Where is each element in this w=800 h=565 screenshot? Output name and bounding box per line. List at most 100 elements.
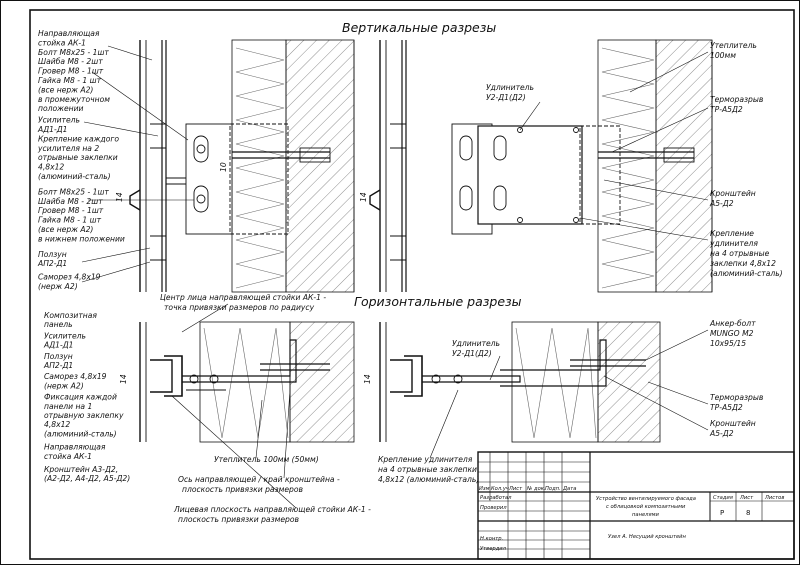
label-top-left-24: Саморез 4,8х19	[38, 273, 101, 282]
label-anchor-1: Анкер-болт	[709, 319, 756, 328]
tb-stage-value: Р	[720, 509, 724, 517]
label-bottom-left-1: панель	[44, 320, 73, 329]
wall-top-right	[655, 39, 713, 293]
tb-stage-head: Стадия	[713, 495, 733, 501]
label-insulation-1: Утеплитель	[710, 41, 757, 50]
label-bottom-left-9: панели на 1	[44, 402, 92, 411]
label-top-left-3: Шайба М8 - 2шт	[38, 57, 103, 66]
label-extender-bottom-1: Удлинитель	[452, 339, 500, 348]
label-bottom-left-2: Усилитель	[44, 331, 86, 340]
label-top-left-13: отрывные заклепки	[38, 153, 118, 162]
label-top-left-19: Гайка М8 - 1 шт	[38, 216, 102, 225]
label-top-left-25: (нерж А2)	[38, 282, 78, 291]
center-note-1: Центр лица направляющей стойки АК-1 -	[160, 293, 326, 302]
label-rivets-bottom-1: Крепление удлинителя	[378, 455, 473, 464]
dim-14-bottom-left: 14	[119, 374, 128, 384]
extender-plate	[477, 125, 583, 225]
label-axis-2: плоскость привязки размеров	[182, 485, 303, 494]
tb-role-1: Проверил	[480, 505, 507, 511]
tb-sheet-value: 8	[746, 509, 750, 517]
label-top-left-14: 4,8х12	[38, 163, 64, 172]
label-top-left-5: Гайка М8 - 1 шт	[38, 76, 102, 85]
tb-head-2: Лист	[508, 486, 523, 492]
label-bracket-top-1: Кронштейн	[710, 189, 756, 198]
tb-project-2: с облицовкой композитными	[606, 504, 686, 510]
label-thermal-top-2: ТР-А5Д2	[710, 105, 743, 114]
label-rivets-top-2: удлинителя	[709, 239, 758, 248]
title-block	[477, 451, 795, 560]
label-top-left-10: АД1-Д1	[37, 125, 67, 134]
tb-role-3: Н.контр.	[480, 536, 503, 542]
label-face-1: Лицевая плоскость направляющей стойки АК…	[173, 505, 371, 514]
label-bracket-bottom-1: Кронштейн	[710, 419, 756, 428]
tb-role-0: Разработал	[480, 495, 512, 501]
wall-top-left	[285, 39, 355, 293]
label-rivets-top-3: на 4 отрывные	[710, 249, 770, 258]
label-thermal-bottom-2: ТР-А5Д2	[710, 403, 743, 412]
top-left-section	[129, 40, 331, 292]
label-anchor-2: MUNGO M2	[710, 329, 754, 338]
tb-head-1: Кол.уч	[491, 486, 509, 492]
bottom-right-section	[379, 322, 646, 442]
label-bottom-left-15: Кронштейн А3-Д2,	[44, 465, 118, 474]
label-top-left-7: в промежуточном	[38, 95, 110, 104]
tb-node-title: Узел А. Несущий кронштейн	[608, 534, 687, 540]
title-horizontal-sections: Горизонтальные разрезы	[354, 294, 522, 309]
label-extender-top-1: Удлинитель	[486, 83, 534, 92]
tb-head-5: Дата	[562, 486, 576, 492]
label-extender-top-2: У2-Д1(Д2)	[486, 93, 526, 102]
leader-lines	[81, 45, 709, 509]
dim-10-top: 10	[219, 162, 228, 172]
label-axis-1: Ось направляющей / край кронштейна -	[178, 475, 340, 484]
label-bracket-top-2: А5-Д2	[709, 199, 734, 208]
label-top-left-12: усилителя на 2	[37, 144, 99, 153]
label-rivets-top-4: заклепки 4,8х12	[710, 259, 776, 268]
title-vertical-sections: Вертикальные разрезы	[342, 20, 496, 35]
label-top-left-11: Крепление каждого	[38, 134, 119, 143]
label-bottom-left-3: АД1-Д1	[43, 341, 73, 350]
label-top-left-4: Гровер М8 - 1шт	[38, 67, 104, 76]
label-thermal-bottom-1: Терморазрыв	[710, 393, 764, 402]
dim-14-top-right: 14	[359, 192, 368, 202]
label-top-left-23: АП2-Д1	[37, 259, 67, 268]
label-thermal-top-1: Терморазрыв	[710, 95, 764, 104]
tb-sheet-head: Лист	[739, 495, 754, 501]
label-top-left-17: Шайба М8 - 2шт	[38, 197, 103, 206]
label-insulation-2: 100мм	[710, 51, 736, 60]
label-rivets-top-5: (алюминий-сталь)	[710, 269, 783, 278]
label-top-left-15: (алюминий-сталь)	[38, 172, 111, 181]
label-face-2: плоскость привязки размеров	[178, 515, 299, 524]
label-bottom-left-11: 4,8х12	[44, 420, 70, 429]
label-bottom-left-12: (алюминий-сталь)	[44, 429, 117, 438]
tb-sheets-head: Листов	[764, 495, 784, 501]
label-top-left-18: Гровер М8 - 1шт	[38, 206, 104, 215]
label-top-left-20: (все нерж А2)	[38, 225, 93, 234]
bottom-left-section	[139, 322, 330, 442]
tb-project-1: Устройство вентилируемого фасада	[596, 496, 696, 502]
dim-14-top-left: 14	[115, 192, 124, 202]
label-bottom-left-14: стойка АК-1	[44, 452, 92, 461]
label-rivets-bottom-3: 4,8х12 (алюминий-сталь)	[378, 475, 479, 484]
insulation-bottom-right	[511, 321, 599, 443]
label-bottom-left-5: АП2-Д1	[43, 361, 73, 370]
dim-14-bottom-right: 14	[363, 374, 372, 384]
label-bottom-left-6: Саморез 4,8х19	[44, 372, 107, 381]
label-extender-bottom-2: У2-Д1(Д2)	[452, 349, 492, 358]
wall-bottom-left	[289, 321, 355, 443]
label-top-left-1: стойка АК-1	[38, 38, 86, 47]
label-bottom-left-10: отрывную заклепку	[44, 411, 124, 420]
label-bottom-left-7: (нерж А2)	[44, 381, 84, 390]
tb-head-3: № док.	[526, 486, 546, 492]
label-bottom-left-16: (А2-Д2, А4-Д2, А5-Д2)	[44, 474, 130, 483]
label-top-left-8: положении	[38, 104, 84, 113]
tb-head-0: Изм.	[479, 486, 491, 492]
inner-frame	[29, 9, 795, 560]
labels-bottom-left: КомпозитнаяпанельУсилительАД1-Д1ПолзунАП…	[43, 311, 130, 483]
label-top-left-16: Болт М8х25 - 1шт	[38, 187, 109, 196]
label-bottom-left-13: Направляющая	[44, 443, 106, 452]
label-top-left-9: Усилитель	[38, 116, 80, 125]
